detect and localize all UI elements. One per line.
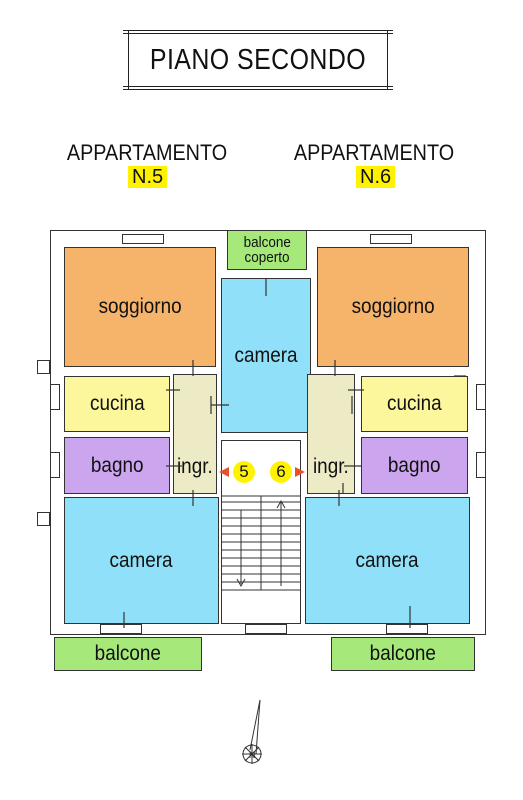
apt6-camera: camera bbox=[305, 497, 470, 624]
bottom-window bbox=[100, 624, 142, 634]
apt5-bagno: bagno bbox=[64, 437, 170, 494]
apartment-5-number: N.5 bbox=[128, 166, 168, 188]
apt5-balcone: balcone bbox=[54, 637, 202, 671]
bottom-window bbox=[245, 624, 287, 634]
side-window bbox=[37, 360, 50, 374]
apartment-5-number-wrap: N.5 bbox=[128, 166, 168, 188]
apt6-balcone: balcone bbox=[331, 637, 475, 671]
apt5-soggiorno: soggiorno bbox=[64, 247, 216, 367]
central-camera: camera bbox=[221, 278, 311, 433]
apt5-ingresso-label: ingr. bbox=[177, 455, 213, 478]
top-window bbox=[370, 234, 412, 244]
apt6-bagno-label: bagno bbox=[388, 453, 441, 477]
door-ticks bbox=[123, 278, 466, 628]
apt6-soggiorno: soggiorno bbox=[317, 247, 469, 367]
balcone-coperto: balcone coperto bbox=[227, 230, 307, 270]
central-camera-label: camera bbox=[234, 343, 298, 367]
apt5-camera-label: camera bbox=[109, 548, 174, 572]
apt5-bagno-label: bagno bbox=[90, 453, 144, 477]
apartment-6-marker: 6 bbox=[270, 461, 292, 483]
apartment-6-number-wrap: N.6 bbox=[356, 166, 396, 188]
entrance-arrows bbox=[219, 467, 305, 477]
page-title: PIANO SECONDO bbox=[149, 43, 367, 76]
apt5-cucina: cucina bbox=[64, 376, 170, 432]
side-window bbox=[476, 384, 486, 410]
apt6-ingresso-label: ingr. bbox=[313, 455, 349, 478]
bottom-window bbox=[386, 624, 428, 634]
title-frame bbox=[123, 30, 393, 90]
balcone-coperto-label-1: balcone bbox=[243, 234, 291, 251]
side-window bbox=[37, 512, 50, 526]
apt6-balcone-label: balcone bbox=[369, 642, 437, 665]
apt5-soggiorno-label: soggiorno bbox=[98, 295, 182, 318]
apartment-5-label: APPARTAMENTO bbox=[66, 140, 228, 165]
apt6-ingresso: ingr. bbox=[307, 374, 355, 494]
apt5-ingresso: ingr. bbox=[173, 374, 217, 494]
apt6-bagno: bagno bbox=[361, 437, 468, 494]
apt6-soggiorno-label: soggiorno bbox=[351, 295, 435, 318]
apt6-cucina-label: cucina bbox=[387, 392, 442, 415]
top-window bbox=[122, 234, 164, 244]
compass-north-icon: N bbox=[242, 699, 262, 764]
stairs-drawing bbox=[221, 495, 301, 591]
balcone-coperto-label-2: coperto bbox=[244, 249, 290, 266]
apt6-cucina: cucina bbox=[361, 376, 468, 432]
svg-text:N: N bbox=[249, 750, 256, 760]
apt5-camera: camera bbox=[64, 497, 219, 624]
apt5-balcone-label: balcone bbox=[94, 642, 162, 665]
side-window bbox=[476, 452, 486, 478]
apartment-6-label: APPARTAMENTO bbox=[293, 140, 455, 165]
apartment-5-marker: 5 bbox=[233, 461, 255, 483]
side-window bbox=[50, 384, 60, 410]
apartment-6-number: N.6 bbox=[356, 166, 396, 188]
side-window bbox=[50, 452, 60, 478]
apt5-cucina-label: cucina bbox=[89, 392, 145, 415]
apt6-camera-label: camera bbox=[355, 548, 420, 572]
